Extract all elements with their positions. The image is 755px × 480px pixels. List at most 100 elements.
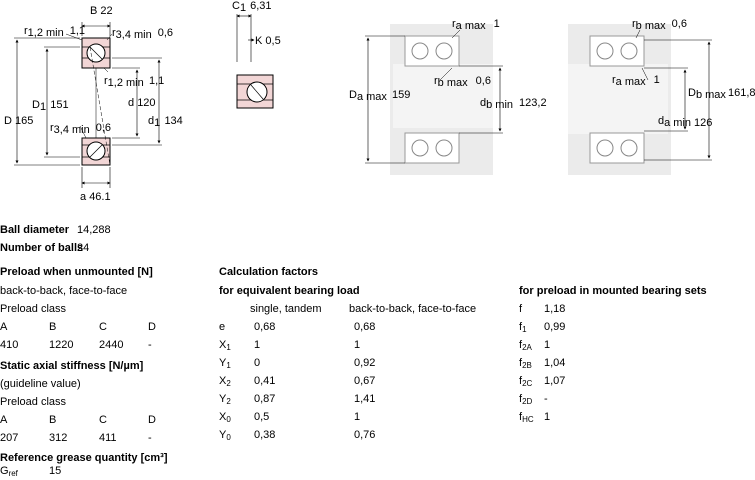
- mounted-row-symbol: f2C: [519, 375, 533, 388]
- stiffness-class-c: C: [99, 414, 107, 426]
- calc-row-v1: 0,5: [254, 411, 270, 423]
- label-D: D 165: [4, 115, 33, 127]
- mounted-row-symbol: fHC: [519, 411, 534, 424]
- stiffness-class-label: Preload class: [0, 396, 67, 408]
- stiffness-value-a: 207: [0, 432, 19, 444]
- label-da: da min: [658, 115, 691, 129]
- number-of-balls-label: Number of balls: [0, 242, 84, 254]
- preload-subtitle: back-to-back, face-to-face: [0, 285, 128, 297]
- mounted-row-value: 1: [544, 339, 551, 351]
- detail-c1-k: [236, 14, 274, 109]
- preload-class-c: C: [99, 321, 107, 333]
- mounted-row-value: 0,99: [544, 321, 566, 333]
- mounted-row-symbol: f: [519, 303, 523, 315]
- mounted-row-value: 1,07: [544, 375, 566, 387]
- dimension-lines: [14, 22, 162, 188]
- preload-class-label: Preload class: [0, 303, 67, 315]
- calc-subtitle: for equivalent bearing load: [219, 285, 360, 297]
- preload-class-d: D: [148, 321, 156, 333]
- calc-row-v2: 0,92: [354, 357, 376, 369]
- calc-row-v1: 0,68: [254, 321, 276, 333]
- stiffness-value-c: 411: [99, 432, 117, 444]
- label-r12-inner-val: 1,1: [149, 75, 164, 87]
- calc-row-symbol: X1: [219, 339, 231, 352]
- ball-diameter-label: Ball diameter: [0, 224, 70, 236]
- label-r12-inner: r1,2 min: [104, 75, 144, 89]
- label-Da-val: 159: [392, 89, 410, 101]
- stiffness-subtitle: (guideline value): [0, 378, 81, 390]
- stiffness-class-d: D: [148, 414, 156, 426]
- calc-row-symbol: X2: [219, 375, 231, 388]
- stiffness-class-a: A: [0, 414, 8, 426]
- preload-value-b: 1220: [49, 339, 74, 351]
- preload-class-a: A: [0, 321, 8, 333]
- mounted-row-symbol: f2B: [519, 357, 532, 370]
- preload-title: Preload when unmounted [N]: [0, 266, 153, 278]
- stiffness-class-b: B: [49, 414, 57, 426]
- mounted-row-value: -: [544, 393, 548, 405]
- grease-title: Reference grease quantity [cm³]: [0, 452, 168, 464]
- preload-value-a: 410: [0, 339, 19, 351]
- calc-col-back-to-back: back-to-back, face-to-face: [349, 303, 477, 315]
- calc-row-v2: 1,41: [354, 393, 376, 405]
- preload-value-d: -: [148, 339, 152, 351]
- grease-value: 15: [49, 465, 62, 477]
- ball-diameter-value: 14,288: [77, 224, 111, 236]
- preload-value-c: 2440: [99, 339, 124, 351]
- stiffness-value-b: 312: [49, 432, 68, 444]
- mounted-row-symbol: f2D: [519, 393, 533, 406]
- calc-title: Calculation factors: [219, 266, 319, 278]
- calc-row-v1: 1: [254, 339, 261, 351]
- calc-row-v2: 1: [354, 339, 361, 351]
- mounted-row-value: 1,18: [544, 303, 566, 315]
- stiffness-title: Static axial stiffness [N/µm]: [0, 360, 144, 372]
- mounted-title: for preload in mounted bearing sets: [519, 285, 707, 297]
- calc-row-v1: 0,41: [254, 375, 276, 387]
- abutment-drawing-housing: [365, 24, 503, 175]
- calc-col-single: single, tandem: [250, 303, 322, 315]
- label-Da: Da max: [349, 89, 387, 103]
- calc-row-v2: 0,67: [354, 375, 376, 387]
- calc-row-v1: 0,38: [254, 429, 276, 441]
- calc-row-symbol: Y1: [219, 357, 231, 370]
- mounted-row-symbol: f1: [519, 321, 527, 334]
- calc-row-v2: 0,68: [354, 321, 376, 333]
- label-Db: Db max: [688, 87, 726, 101]
- calc-row-v1: 0,87: [254, 393, 276, 405]
- mounted-row-value: 1: [544, 411, 551, 423]
- mounted-row-value: 1,04: [544, 357, 566, 369]
- calc-row-symbol: e: [219, 321, 226, 333]
- preload-class-b: B: [49, 321, 57, 333]
- grease-label: Gref: [0, 465, 18, 478]
- calc-row-symbol: Y0: [219, 429, 231, 442]
- label-K: K 0,5: [255, 35, 281, 47]
- label-d: d 120: [128, 97, 156, 109]
- label-da-val: 126: [694, 117, 712, 129]
- number-of-balls-value: 24: [77, 242, 90, 254]
- label-a: a 46,1: [80, 191, 111, 200]
- calc-row-v2: 1: [354, 411, 361, 423]
- label-B: B 22: [90, 5, 113, 17]
- calc-row-symbol: X0: [219, 411, 231, 424]
- bearing-cross-section: [81, 37, 111, 166]
- label-Db-val: 161,8: [728, 87, 755, 99]
- calc-row-symbol: Y2: [219, 393, 231, 406]
- mounted-row-symbol: f2A: [519, 339, 532, 352]
- stiffness-value-d: -: [148, 432, 152, 444]
- abutment-drawing-shaft: [568, 24, 712, 175]
- calc-row-v1: 0: [254, 357, 261, 369]
- calc-row-v2: 0,76: [354, 429, 376, 441]
